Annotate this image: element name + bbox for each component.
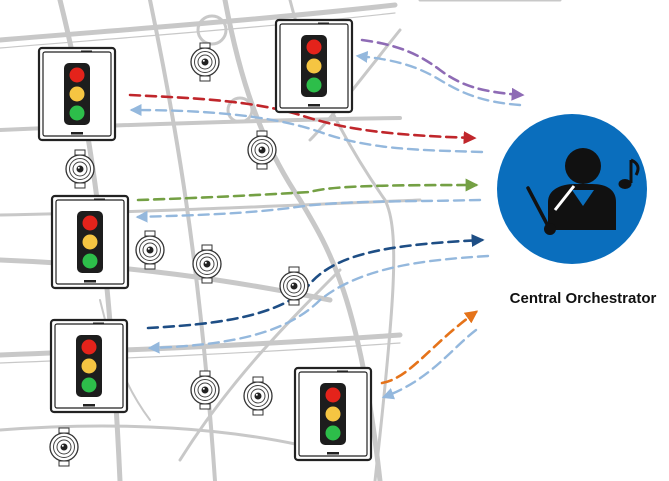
- traffic-camera-icon: [135, 230, 165, 270]
- arrow-orange-to-orchestrator: [380, 310, 479, 385]
- traffic-camera-icon: [247, 130, 277, 170]
- traffic-camera-icon: [243, 376, 273, 416]
- arrow-red-to-orchestrator: [128, 93, 477, 145]
- return-arrow-to-light-5: [381, 328, 478, 400]
- arrow-purple-to-orchestrator: [360, 38, 525, 101]
- traffic-camera-icon: [190, 370, 220, 410]
- traffic-camera-icon: [279, 266, 309, 306]
- return-arrow-to-light-1: [129, 104, 484, 154]
- music-note-icon: [618, 158, 640, 189]
- traffic-light-icon: [49, 318, 129, 414]
- traffic-camera-icon: [190, 42, 220, 82]
- traffic-camera-icon: [49, 427, 79, 467]
- orchestrator-label: Central Orchestrator: [509, 290, 657, 307]
- baton: [526, 186, 550, 228]
- arrow-green-to-orchestrator: [136, 178, 479, 202]
- traffic-light-icon: [293, 366, 373, 462]
- return-arrow-to-light-2: [355, 50, 522, 107]
- central-orchestrator: [497, 114, 647, 264]
- conductor-icon: [548, 148, 616, 230]
- return-arrow-to-light-3: [135, 198, 482, 223]
- return-arrow-to-light-4: [147, 254, 490, 354]
- traffic-light-icon: [50, 194, 130, 290]
- traffic-light-icon: [37, 46, 117, 142]
- traffic-light-icon: [274, 18, 354, 114]
- return-flow-arrows: [129, 50, 522, 400]
